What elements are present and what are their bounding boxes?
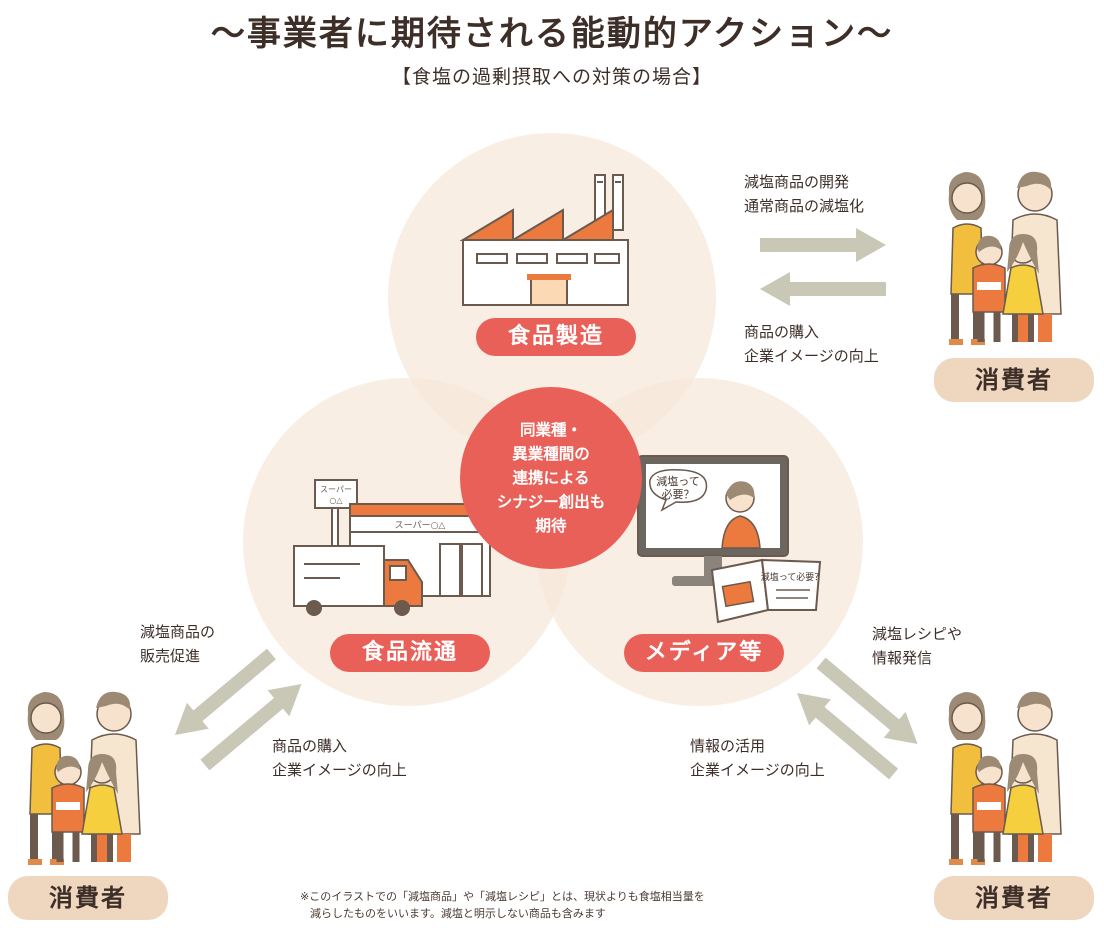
center-line-4: シナジー創出も <box>496 493 606 511</box>
flow-text: 減塩商品の <box>140 623 216 641</box>
flow-text: 商品の購入 <box>272 737 348 755</box>
flow-media-in: 情報の活用 企業イメージの向上 <box>690 734 825 782</box>
flow-manufacturing-in: 商品の購入 企業イメージの向上 <box>744 320 879 368</box>
flow-text: 減塩レシピや <box>872 625 963 643</box>
center-line-2: 異業種間の <box>512 445 590 463</box>
flow-media-out: 減塩レシピや 情報発信 <box>872 622 962 670</box>
arrows-media-icon <box>797 657 918 780</box>
label-media: メディア等 <box>624 634 784 672</box>
flow-manufacturing-out: 減塩商品の開発 通常商品の減塩化 <box>744 170 864 218</box>
flow-distribution-in: 商品の購入 企業イメージの向上 <box>272 734 407 782</box>
flow-text: 情報の活用 <box>690 737 766 755</box>
arrow-left-icon <box>760 272 886 306</box>
flow-distribution-out: 減塩商品の 販売促進 <box>140 620 215 668</box>
family-icon <box>22 684 146 868</box>
flow-text: 通常商品の減塩化 <box>744 197 865 215</box>
center-line-3: 連携による <box>512 469 590 487</box>
tv-speech-line-1: 減塩って <box>656 474 699 488</box>
flow-text: 減塩商品の開発 <box>744 173 850 191</box>
center-synergy: 同業種・ 異業種間の 連携による シナジー創出も 期待 <box>460 387 642 569</box>
sign-small-text-1: スーパー <box>320 485 352 494</box>
flow-text: 情報発信 <box>872 649 933 667</box>
footnote: ※このイラストでの「減塩商品」や「減塩レシピ」とは、現状よりも食塩相当量を 減ら… <box>300 888 705 922</box>
page-title: 〜事業者に期待される能動的アクション〜 <box>210 14 894 54</box>
tv-speech-line-2: 必要？ <box>662 488 695 501</box>
flow-text: 販売促進 <box>140 647 201 665</box>
center-line-1: 同業種・ <box>519 421 582 439</box>
label-distribution: 食品流通 <box>330 634 490 672</box>
page-subtitle: 【食塩の過剰摂取への対策の場合】 <box>391 66 712 88</box>
flow-text: 企業イメージの向上 <box>272 761 407 779</box>
label-manufacturing: 食品製造 <box>476 318 636 356</box>
flow-text: 企業イメージの向上 <box>690 761 825 779</box>
flow-text: 企業イメージの向上 <box>744 347 879 365</box>
magazine-title: 減塩って必要？ <box>761 571 824 583</box>
footnote-line: ※このイラストでの「減塩商品」や「減塩レシピ」とは、現状よりも食塩相当量を <box>300 890 705 903</box>
arrows-distribution-icon <box>174 648 302 771</box>
family-icon <box>943 164 1067 348</box>
supermarket-truck-icon: スーパー ○△ スーパー○△ <box>293 479 491 616</box>
tv-magazine-icon: 減塩って 必要？ 減塩って必要？ <box>637 455 824 624</box>
consumer-tag-top-right: 消費者 <box>934 358 1094 402</box>
sign-small-text-2: ○△ <box>329 496 343 505</box>
center-line-5: 期待 <box>535 517 567 535</box>
footnote-line: 減らしたものをいいます。減塩と明示しない商品も含みます <box>310 907 606 920</box>
store-sign-text: スーパー○△ <box>395 520 446 531</box>
consumer-tag-bottom-right: 消費者 <box>934 876 1094 920</box>
family-icon <box>943 684 1067 868</box>
arrow-right-icon <box>760 228 886 262</box>
factory-icon <box>459 174 629 306</box>
flow-text: 商品の購入 <box>744 323 820 341</box>
consumer-tag-bottom-left: 消費者 <box>8 876 168 920</box>
